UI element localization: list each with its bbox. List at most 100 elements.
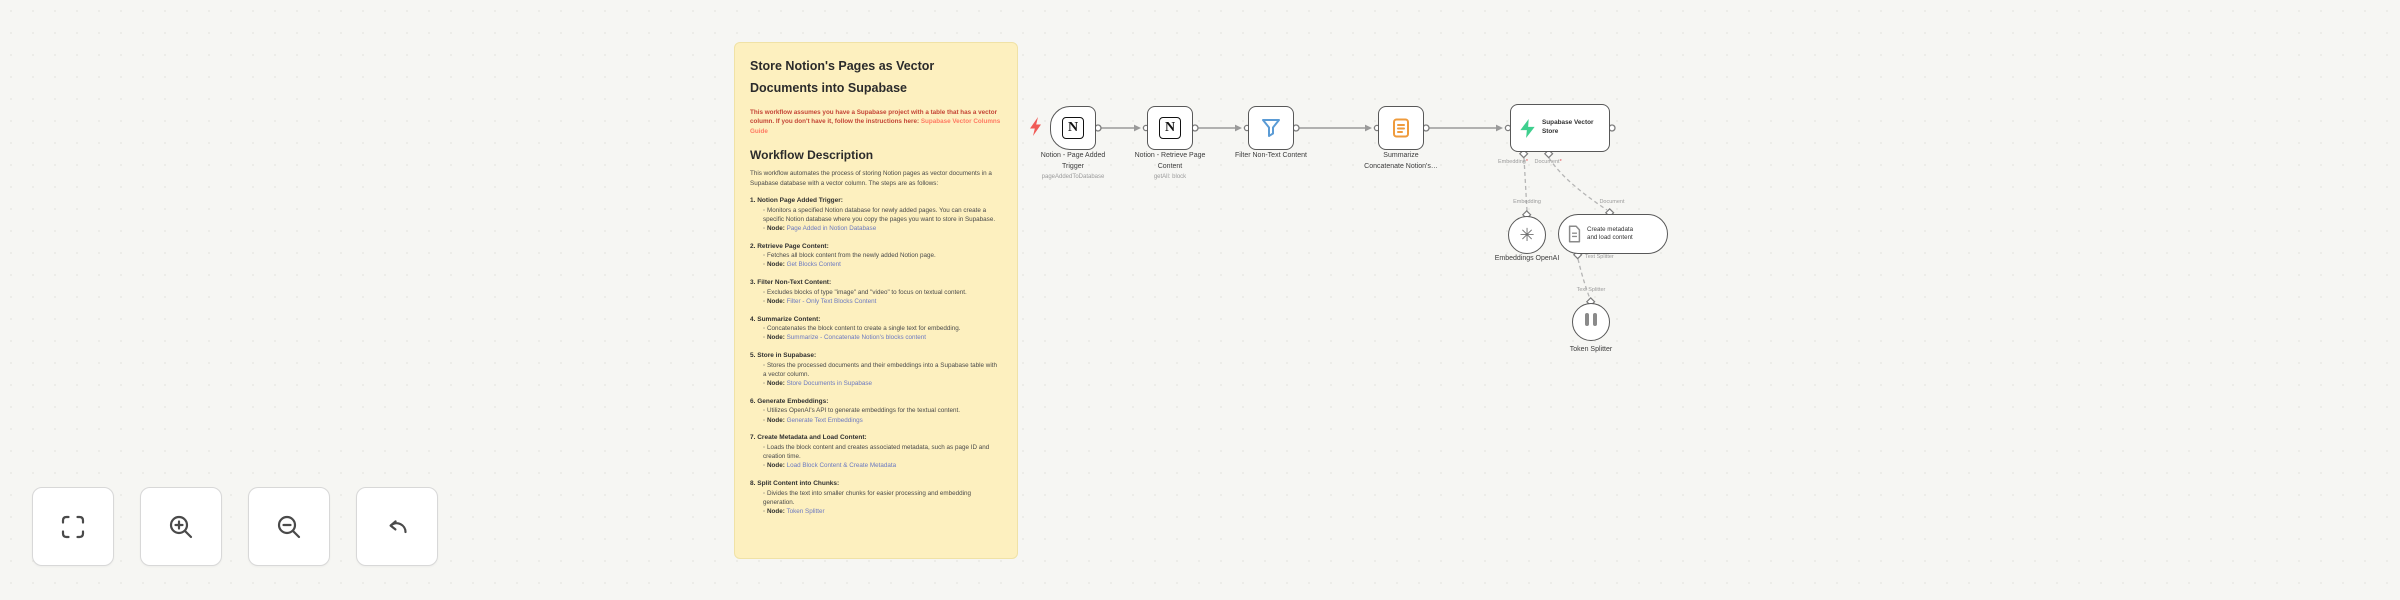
vector-store-title: Supabase Vector Store (1542, 119, 1594, 135)
step-desc-text: Utilizes OpenAI's API to generate embedd… (766, 407, 961, 415)
sticky-section-heading: Workflow Description (750, 148, 874, 163)
node-notion-page-added-trigger[interactable]: N (1050, 106, 1096, 150)
workflow-step-3: 3. Filter Non-Text Content: Excludes blo… (750, 278, 1002, 306)
node-ref-name: Token Splitter (786, 507, 825, 515)
workflow-step-2: 2. Retrieve Page Content: Fetches all bl… (750, 242, 1002, 270)
node-ref-label: Node: (766, 380, 785, 388)
node-filter-non-text-content[interactable] (1248, 106, 1294, 150)
supabase-guide-link[interactable]: Supabase Vector Columns Guide (750, 118, 1001, 135)
fit-view-button[interactable] (32, 487, 114, 566)
connection-trigger-to-retrieve[interactable] (1100, 124, 1141, 132)
node-label-token-splitter: Token Splitter (1569, 346, 1613, 353)
step-desc: Loads the block content and creates asso… (763, 443, 1002, 461)
node-supabase-vector-store[interactable]: Supabase Vector Store (1510, 104, 1610, 152)
sticky-title: Store Notion's Pages as Vector Documents… (750, 59, 935, 95)
step-number: 1. (750, 196, 756, 204)
token-splitter-icon (1583, 313, 1599, 331)
step-title: Retrieve Page Content: (757, 242, 829, 250)
reset-zoom-button[interactable] (356, 487, 438, 566)
workflow-step-6: 6. Generate Embeddings: Utilizes OpenAI'… (750, 397, 1002, 425)
step-desc-text: Fetches all block content from the newly… (766, 252, 936, 260)
node-label-summarize: Summarize Concatenate Notion's… (1364, 152, 1438, 170)
node-label-embeddings-openai: Embeddings OpenAI (1494, 255, 1560, 262)
workflow-steps-list: 1. Notion Page Added Trigger: Monitors a… (750, 196, 1002, 516)
sticky-intro: This workflow automates the process of s… (750, 170, 992, 187)
zoom-out-icon (277, 515, 301, 538)
document-port-label: Document (1534, 159, 1560, 165)
node-ref-label: Node: (766, 507, 785, 515)
node-create-metadata-loader[interactable]: Create metadata and load content (1558, 214, 1668, 254)
step-node-ref: Node: Summarize - Concatenate Notion's b… (763, 333, 1002, 342)
node-ref-name: Load Block Content & Create Metadata (786, 462, 897, 470)
step-title: Split Content into Chunks: (757, 479, 840, 487)
step-node-ref: Node: Page Added in Notion Database (763, 224, 1002, 233)
node-ref-label: Node: (766, 462, 785, 470)
step-title: Create Metadata and Load Content: (757, 434, 867, 442)
connection-filter-to-summarize[interactable] (1298, 124, 1372, 132)
step-desc-text: Concatenates the block content to create… (766, 325, 961, 333)
step-desc: Concatenates the block content to create… (763, 324, 1002, 333)
node-embeddings-openai[interactable]: ✳ (1508, 216, 1546, 254)
node-ref-name: Filter - Only Text Blocks Content (786, 297, 877, 305)
step-number: 7. (750, 434, 756, 442)
loader-bottom-port-label: Text Splitter (1585, 254, 1614, 260)
step-number: 6. (750, 397, 756, 405)
step-number: 4. (750, 315, 756, 323)
connection-retrieve-to-filter[interactable] (1197, 124, 1242, 132)
step-node-ref: Node: Load Block Content & Create Metada… (763, 461, 1002, 470)
node-label-filter: Filter Non-Text Content (1235, 152, 1307, 159)
zoom-in-icon (169, 515, 193, 538)
embedding-port-label: Embedding (1498, 159, 1526, 165)
loader-title: Create metadata and load content (1587, 225, 1634, 241)
step-node-ref: Node: Get Blocks Content (763, 260, 1002, 269)
node-ref-label: Node: (766, 297, 785, 305)
node-ref-label: Node: (766, 261, 785, 269)
openai-icon: ✳ (1519, 225, 1535, 245)
zoom-out-button[interactable] (248, 487, 330, 566)
step-title: Summarize Content: (757, 315, 821, 323)
node-ref-label: Node: (766, 334, 785, 342)
step-number: 8. (750, 479, 756, 487)
step-node-ref: Node: Generate Text Embeddings (763, 416, 1002, 425)
step-node-ref: Node: Filter - Only Text Blocks Content (763, 297, 1002, 306)
workflow-step-8: 8. Split Content into Chunks: Divides th… (750, 479, 1002, 516)
node-token-splitter[interactable] (1572, 303, 1610, 341)
document-icon (1568, 225, 1581, 243)
node-ref-name: Get Blocks Content (786, 261, 841, 269)
step-title: Filter Non-Text Content: (757, 279, 832, 287)
workflow-step-1: 1. Notion Page Added Trigger: Monitors a… (750, 196, 1002, 233)
required-marker: * (1525, 159, 1528, 165)
vector-store-port-labels: Embedding* Document* (1498, 159, 1562, 165)
connection-summarize-to-vectorstore[interactable] (1428, 124, 1503, 132)
required-marker: * (1559, 159, 1562, 165)
node-label-retrieve: Notion - Retrieve Page Content (1134, 152, 1206, 170)
sticky-warning-text: This workflow assumes you have a Supabas… (750, 108, 998, 126)
zoom-in-button[interactable] (140, 487, 222, 566)
sticky-warning: This workflow assumes you have a Supabas… (750, 108, 1002, 136)
step-title: Generate Embeddings: (757, 397, 829, 405)
embedding-connection-label: Embedding (1513, 199, 1541, 205)
connection-text-splitter[interactable] (1577, 258, 1591, 300)
step-desc: Utilizes OpenAI's API to generate embedd… (763, 406, 1002, 415)
canvas-toolbar (32, 487, 438, 566)
step-number: 2. (750, 242, 756, 250)
sticky-note[interactable]: Store Notion's Pages as Vector Documents… (734, 42, 1018, 559)
step-node-ref: Node: Store Documents in Supabase (763, 379, 1002, 388)
step-number: 5. (750, 352, 756, 360)
node-notion-retrieve-page-content[interactable]: N (1147, 106, 1193, 150)
filter-funnel-icon (1262, 119, 1280, 137)
step-desc-text: Loads the block content and creates asso… (763, 443, 990, 461)
node-subtitle-trigger: pageAddedToDatabase (1041, 174, 1105, 180)
node-ref-label: Node: (766, 224, 785, 232)
step-title: Store in Supabase: (757, 352, 817, 360)
step-desc-text: Excludes blocks of type "image" and "vid… (766, 288, 967, 296)
step-desc-text: Divides the text into smaller chunks for… (763, 489, 972, 506)
node-ref-name: Store Documents in Supabase (786, 380, 872, 388)
node-ref-name: Summarize - Concatenate Notion's blocks … (786, 334, 927, 342)
node-summarize-concatenate[interactable] (1378, 106, 1424, 150)
workflow-step-5: 5. Store in Supabase: Stores the process… (750, 351, 1002, 388)
node-ref-name: Page Added in Notion Database (786, 224, 877, 232)
undo-arrow-icon (389, 519, 407, 533)
summarize-icon (1393, 118, 1409, 138)
